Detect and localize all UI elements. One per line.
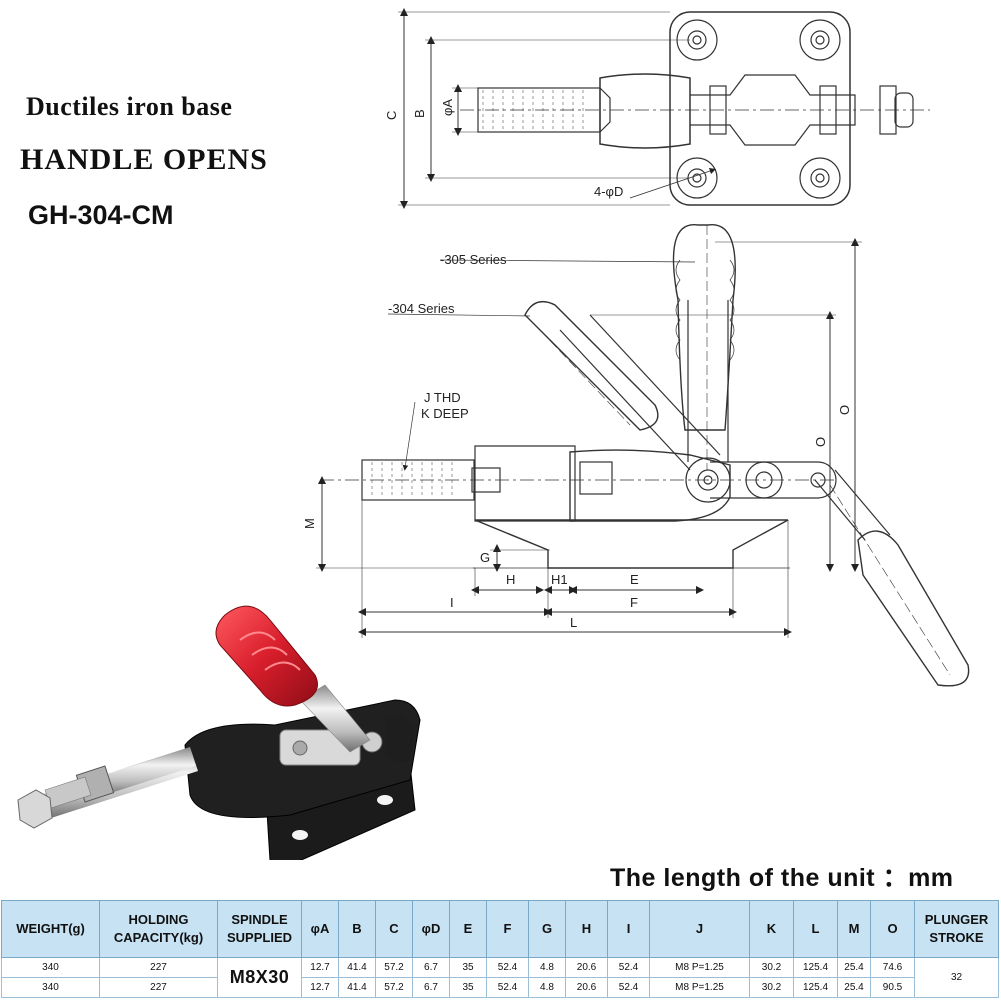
dim-label-o-inner: O — [813, 437, 828, 447]
header-i: I — [607, 900, 650, 958]
cell-j: M8 P=1.25 — [649, 977, 750, 998]
cell-j: M8 P=1.25 — [649, 957, 750, 978]
cell-a: 12.7 — [301, 957, 339, 978]
mounting-holes — [676, 19, 841, 199]
dim-label-i: I — [450, 595, 454, 610]
header-a: φA — [301, 900, 339, 958]
cell-c: 57.2 — [375, 957, 413, 978]
cell-b: 41.4 — [338, 957, 376, 978]
cell-g: 4.8 — [528, 977, 566, 998]
cell-e: 35 — [449, 957, 487, 978]
cell-c: 57.2 — [375, 977, 413, 998]
cell-e: 35 — [449, 977, 487, 998]
series-304-label: -304 Series — [388, 301, 455, 316]
header-k: K — [749, 900, 794, 958]
cell-i: 52.4 — [607, 957, 650, 978]
dim-label-g: G — [480, 550, 490, 565]
header-b: B — [338, 900, 376, 958]
table-row: 340 227 12.7 41.4 57.2 6.7 35 52.4 4.8 2… — [1, 977, 999, 998]
cell-b: 41.4 — [338, 977, 376, 998]
cell-d: 6.7 — [412, 977, 450, 998]
dim-label-m: M — [302, 518, 317, 529]
cell-f: 52.4 — [486, 977, 529, 998]
cell-i: 52.4 — [607, 977, 650, 998]
header-d: φD — [412, 900, 450, 958]
header-g: G — [528, 900, 566, 958]
cell-k: 30.2 — [749, 977, 794, 998]
cell-d: 6.7 — [412, 957, 450, 978]
header-c: C — [375, 900, 413, 958]
cell-k: 30.2 — [749, 957, 794, 978]
cell-weight: 340 — [1, 977, 100, 998]
dim-label-phi-a: φA — [440, 99, 455, 116]
cell-l: 125.4 — [793, 957, 838, 978]
top-view — [398, 8, 930, 209]
cell-l: 125.4 — [793, 977, 838, 998]
material-heading: Ductiles iron base — [26, 92, 233, 121]
handle-heading: HANDLE OPENS — [20, 143, 268, 176]
header-e: E — [449, 900, 487, 958]
cell-f: 52.4 — [486, 957, 529, 978]
dim-label-o-outer: O — [837, 405, 852, 415]
header-j: J — [649, 900, 750, 958]
header-l: L — [793, 900, 838, 958]
cell-a: 12.7 — [301, 977, 339, 998]
table-row: 340 227 M8X30 12.7 41.4 57.2 6.7 35 52.4… — [1, 957, 999, 998]
header-weight: WEIGHT(g) — [1, 900, 100, 958]
dim-label-c: C — [384, 111, 399, 120]
dim-label-h1: H1 — [551, 572, 568, 587]
thread-k-label: K DEEP — [421, 406, 469, 421]
dim-label-f: F — [630, 595, 638, 610]
cell-plunger-stroke: 32 — [914, 957, 999, 998]
model-heading: GH-304-CM — [28, 200, 174, 230]
dim-label-l: L — [570, 615, 577, 630]
technical-drawing: C B φA 4-φD — [17, 8, 970, 860]
cell-h: 20.6 — [565, 957, 608, 978]
cell-m: 25.4 — [837, 957, 871, 978]
unit-note: The length of the unit ：mm — [610, 864, 954, 892]
cell-h: 20.6 — [565, 977, 608, 998]
header-f: F — [486, 900, 529, 958]
cell-spindle: M8X30 — [217, 957, 302, 998]
cell-o: 90.5 — [870, 977, 915, 998]
cell-o: 74.6 — [870, 957, 915, 978]
thread-j-label: J THD — [424, 390, 461, 405]
dim-label-b: B — [412, 109, 427, 118]
cell-capacity: 227 — [99, 977, 218, 998]
cell-m: 25.4 — [837, 977, 871, 998]
series-305-label: -305 Series — [440, 252, 507, 267]
dim-label-e: E — [630, 572, 639, 587]
dim-label-hole-d: 4-φD — [594, 184, 623, 199]
cell-weight: 340 — [1, 957, 100, 978]
header-m: M — [837, 900, 871, 958]
header-h: H — [565, 900, 608, 958]
cell-capacity: 227 — [99, 957, 218, 978]
cell-g: 4.8 — [528, 957, 566, 978]
product-photo — [17, 605, 421, 860]
dim-label-h: H — [506, 572, 515, 587]
side-view — [316, 224, 970, 687]
header-o: O — [870, 900, 915, 958]
